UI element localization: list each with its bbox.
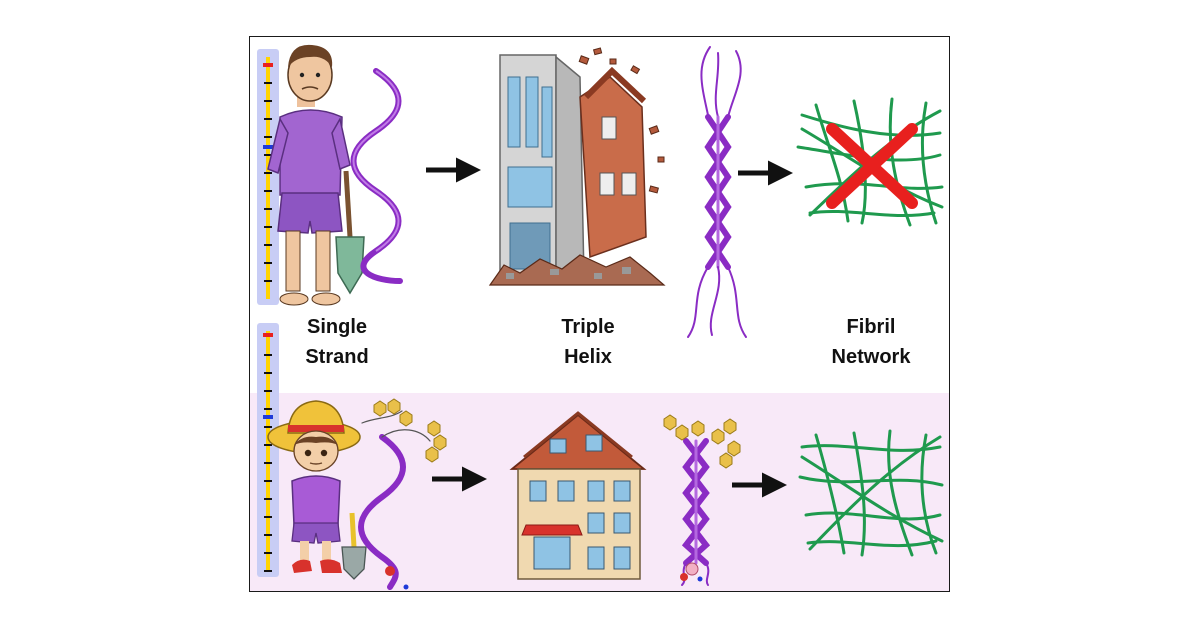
height-ruler-bottom [257, 323, 279, 577]
red-x-mark-icon [826, 123, 918, 209]
modification-dot [697, 576, 703, 582]
modification-dot [385, 566, 395, 576]
single-strand-helix-bottom [358, 410, 431, 590]
height-ruler-top [257, 49, 279, 305]
label-fibril-network: Fibril Network [831, 316, 911, 368]
boy-with-straw-hat-and-shovel-icon [267, 400, 367, 580]
label-single-strand: Single Strand [305, 316, 369, 368]
modification-dot [403, 584, 409, 590]
collagen-diagram: Single Strand Triple Helix Fibril Networ… [249, 36, 950, 592]
glycan-cluster-icon [663, 414, 741, 469]
fibril-network-bottom [798, 429, 944, 557]
ruler-bottom-marker-blue [263, 415, 273, 419]
triple-helix-top [687, 46, 747, 338]
glycan-cluster-icon [373, 398, 447, 463]
diagram-art [257, 44, 944, 590]
intact-house-icon [509, 411, 647, 580]
ruler-bottom-marker-red [263, 333, 273, 337]
ruler-top-marker-red [263, 63, 273, 67]
modification-dot [685, 562, 699, 576]
modification-dot [680, 573, 688, 581]
label-triple-helix: Triple Helix [561, 316, 615, 368]
ruler-top-marker-blue [263, 145, 273, 149]
crumbling-building-icon [488, 47, 666, 286]
frowning-man-with-shovel-icon [267, 44, 365, 306]
